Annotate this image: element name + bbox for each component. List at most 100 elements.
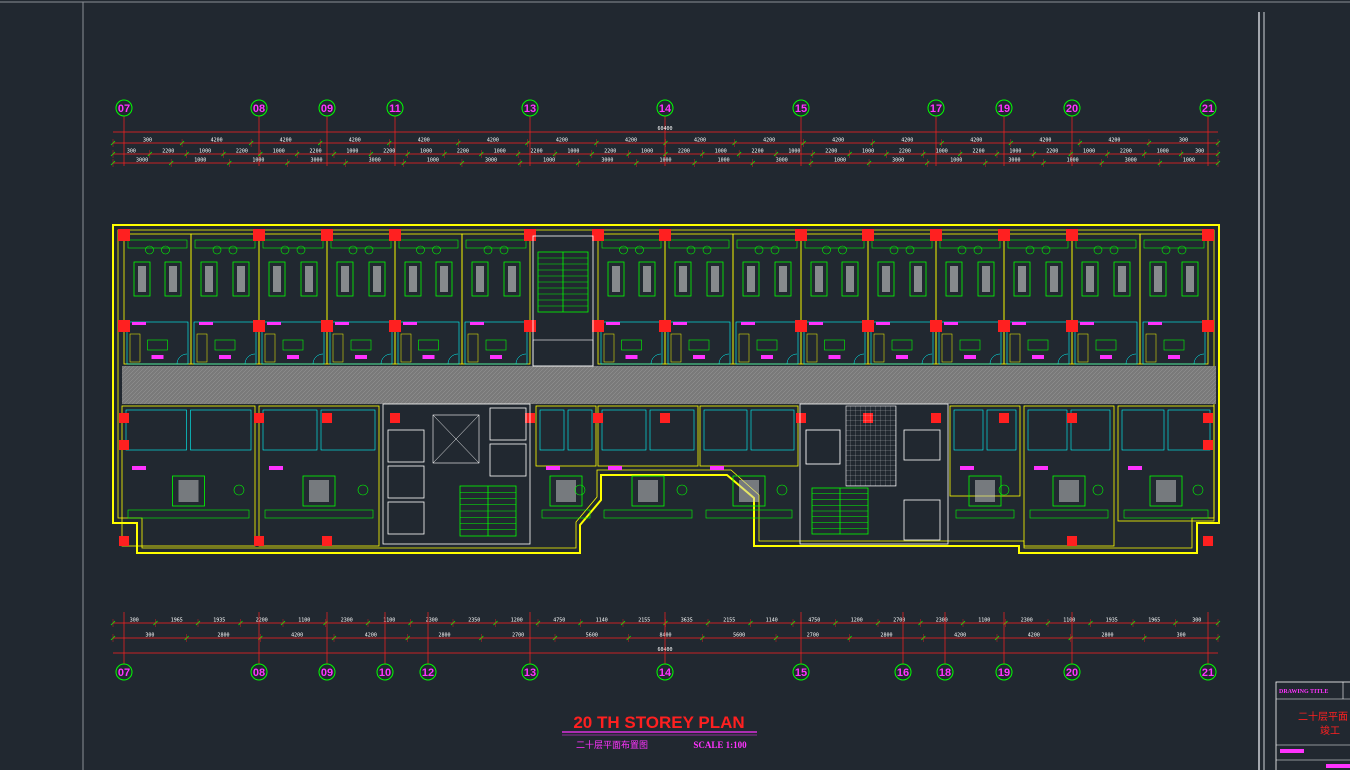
dimension-value: 1935 <box>213 618 225 624</box>
dimension-value: 3000 <box>776 158 788 164</box>
grid-label: 19 <box>998 667 1010 679</box>
dimension-value: 1000 <box>1083 149 1095 155</box>
column <box>119 440 129 450</box>
dimension-value: 2200 <box>1120 149 1132 155</box>
column <box>998 320 1010 332</box>
dimension-value: 4200 <box>556 138 568 144</box>
dimension-value: 1000 <box>494 149 506 155</box>
grid-label: 21 <box>1202 103 1214 115</box>
structural-columns <box>118 229 1214 546</box>
dimension-value: 1000 <box>252 158 264 164</box>
guest-room <box>326 233 396 365</box>
column <box>862 229 874 241</box>
dimension-value: 2200 <box>604 149 616 155</box>
guest-room <box>1139 233 1209 365</box>
dimension-value: 1200 <box>851 618 863 624</box>
column <box>593 413 603 423</box>
dimension-value: 2800 <box>880 633 892 639</box>
column <box>659 229 671 241</box>
grid-bubble <box>250 663 268 681</box>
dimension-value: 2350 <box>468 618 480 624</box>
dimension-value: 1000 <box>1157 149 1169 155</box>
dimension-value: 3000 <box>1008 158 1020 164</box>
stair-flight <box>537 251 589 313</box>
dimension-value: 1000 <box>862 149 874 155</box>
guest-room-south <box>121 405 256 547</box>
dimension-value: 4200 <box>625 138 637 144</box>
dimension-value: 2200 <box>256 618 268 624</box>
grid-label: 09 <box>321 667 333 679</box>
title-block: DRAWING TITLE 二十层平面 竣工 <box>1275 681 1350 770</box>
dimension-value: 1000 <box>543 158 555 164</box>
column <box>119 413 129 423</box>
dimension-value: 1000 <box>641 149 653 155</box>
dimension-value: 3000 <box>485 158 497 164</box>
dimension-value: 2200 <box>236 149 248 155</box>
grid-bubble <box>1199 99 1217 117</box>
stair-flight <box>811 487 869 535</box>
dimension-value: 2200 <box>310 149 322 155</box>
guest-room <box>190 233 260 365</box>
dimension-value: 300 <box>143 138 152 144</box>
grid-bubble <box>936 663 954 681</box>
dimension-value: 3000 <box>1125 158 1137 164</box>
title-block-line1: 二十层平面 <box>1298 710 1348 723</box>
dimension-value: 1100 <box>978 618 990 624</box>
dimension-value: 1000 <box>427 158 439 164</box>
column <box>524 320 536 332</box>
column <box>1067 536 1077 546</box>
column <box>999 413 1009 423</box>
dimension-value: 4200 <box>694 138 706 144</box>
column <box>1203 440 1213 450</box>
column <box>322 536 332 546</box>
grid-label: 14 <box>659 667 672 679</box>
dimension-value: 3000 <box>136 158 148 164</box>
dimension-value: 4200 <box>211 138 223 144</box>
guest-room-south <box>1117 405 1215 522</box>
column <box>930 229 942 241</box>
dimension-value: 5600 <box>586 633 598 639</box>
guest-room <box>258 233 328 365</box>
column <box>118 320 130 332</box>
dimension-value: 5600 <box>733 633 745 639</box>
stair-flight <box>459 485 517 537</box>
grid-label: 08 <box>253 103 265 115</box>
dimension-value: 3635 <box>681 618 693 624</box>
dimension-value: 3000 <box>369 158 381 164</box>
grid-bubble <box>318 663 336 681</box>
grid-label: 12 <box>422 667 434 679</box>
title-block-line2: 竣工 <box>1320 724 1340 737</box>
guest-room <box>123 233 192 365</box>
grid-bubble <box>656 99 674 117</box>
column <box>592 229 604 241</box>
dimension-value: 2155 <box>638 618 650 624</box>
dimension-value: 300 <box>1179 138 1188 144</box>
dimension-value: 1000 <box>936 149 948 155</box>
dimension-value: 300 <box>130 618 139 624</box>
dimension-value: 2200 <box>1046 149 1058 155</box>
dimension-value: 1200 <box>511 618 523 624</box>
column <box>390 413 400 423</box>
column <box>322 413 332 423</box>
grid-bubble <box>250 99 268 117</box>
guest-room-south <box>699 405 799 519</box>
dimension-value: 2300 <box>1021 618 1033 624</box>
dimension-value: 300 <box>145 633 154 639</box>
dimension-value: 1000 <box>346 149 358 155</box>
column <box>254 413 264 423</box>
column <box>1067 413 1077 423</box>
dimension-value: 1000 <box>718 158 730 164</box>
grid-label: 17 <box>930 103 942 115</box>
dimension-value: 1000 <box>1183 158 1195 164</box>
elevator-core <box>382 403 531 545</box>
grid-bubble <box>318 99 336 117</box>
dimension-value: 2300 <box>341 618 353 624</box>
guest-room <box>732 233 802 365</box>
dimension-value: 2200 <box>752 149 764 155</box>
dimension-value: 2300 <box>426 618 438 624</box>
dimension-value: 2200 <box>531 149 543 155</box>
dimension-value: 2300 <box>936 618 948 624</box>
